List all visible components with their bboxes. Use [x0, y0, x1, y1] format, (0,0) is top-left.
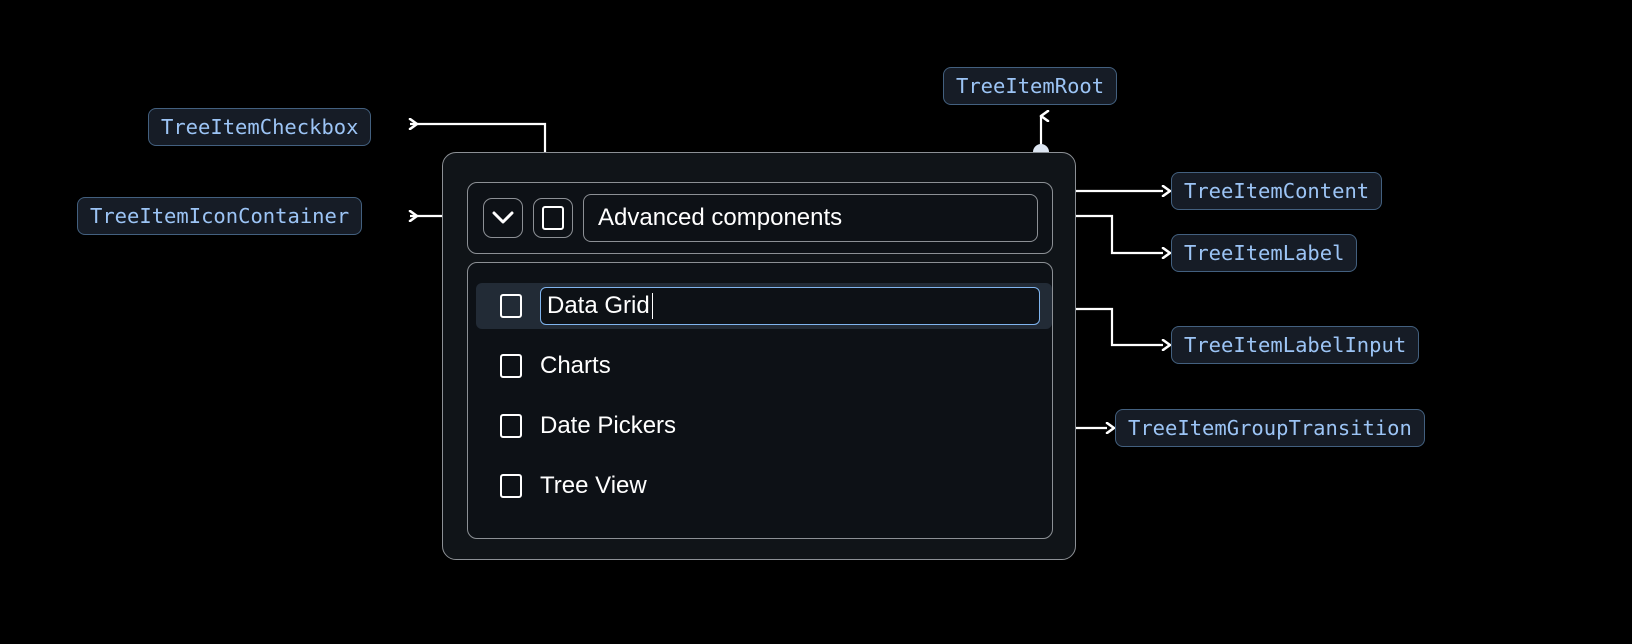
annotation-badge-label: TreeItemLabel [1171, 234, 1358, 272]
tree-item-checkbox[interactable] [533, 198, 573, 238]
tree-child-row-tree-view[interactable]: Tree View [468, 463, 1052, 509]
tree-child-checkbox[interactable] [500, 414, 522, 438]
tree-child-checkbox[interactable] [500, 354, 522, 378]
tree-item-label-text: Advanced components [598, 204, 843, 231]
tree-item-label-input[interactable]: Data Grid [540, 287, 1040, 325]
tree-item-label[interactable]: Advanced components [583, 194, 1038, 242]
checkbox-box-icon [542, 206, 564, 230]
tree-item-root[interactable]: Advanced components Data Grid Charts Dat… [442, 152, 1076, 560]
tree-item-label-input-value: Data Grid [547, 292, 650, 319]
text-caret [651, 293, 654, 319]
tree-child-label: Date Pickers [540, 412, 677, 439]
tree-child-row-date-pickers[interactable]: Date Pickers [468, 403, 1052, 449]
chevron-down-icon [492, 211, 514, 225]
annotation-badge-icon-container: TreeItemIconContainer [77, 197, 363, 235]
tree-child-label: Charts [540, 352, 611, 379]
annotation-badge-checkbox: TreeItemCheckbox [148, 108, 372, 146]
tree-child-row-data-grid[interactable]: Data Grid [476, 283, 1052, 329]
annotation-badge-content: TreeItemContent [1171, 172, 1383, 210]
tree-item-group-transition: Data Grid Charts Date Pickers Tree View [467, 262, 1053, 539]
tree-item-content[interactable]: Advanced components [467, 182, 1053, 254]
annotation-badge-root: TreeItemRoot [943, 67, 1118, 105]
tree-child-row-charts[interactable]: Charts [468, 343, 1052, 389]
annotation-badge-group-transition: TreeItemGroupTransition [1115, 409, 1425, 447]
tree-child-label: Tree View [540, 472, 647, 499]
tree-child-checkbox[interactable] [500, 474, 522, 498]
tree-child-checkbox[interactable] [500, 294, 522, 318]
annotation-badge-label-input: TreeItemLabelInput [1171, 326, 1420, 364]
tree-item-icon-container[interactable] [483, 198, 523, 238]
